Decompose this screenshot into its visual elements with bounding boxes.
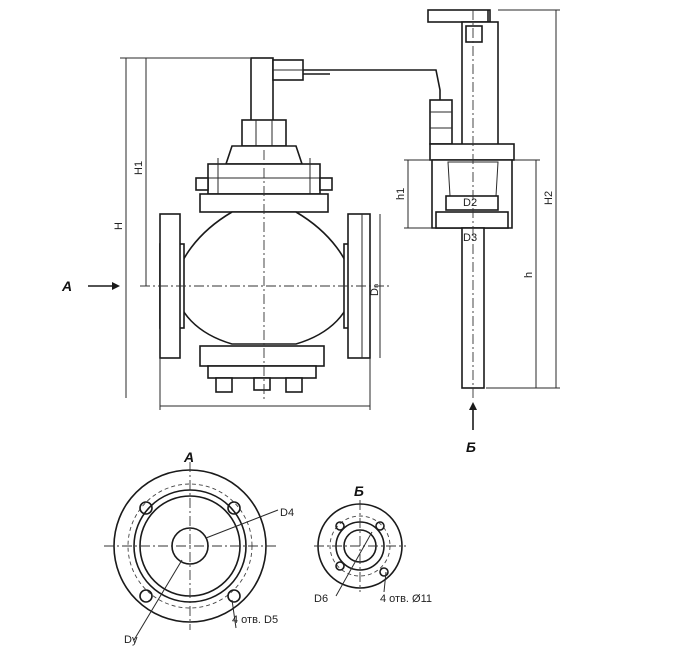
view-b-title: Б <box>354 483 364 499</box>
view-b-flange <box>314 500 406 597</box>
dimension-D4: D4 <box>280 507 294 519</box>
holes-note-D5: 4 отв. D5 <box>232 614 278 626</box>
view-a-arrow-label: А <box>61 278 72 294</box>
dimension-h1: h1 <box>395 188 407 200</box>
view-a-title: А <box>183 449 194 465</box>
dimension-D3: D3 <box>463 232 477 244</box>
dimension-Dy: Dy <box>124 634 138 646</box>
dimension-Dn: Dₙ <box>369 284 381 296</box>
view-a-flange <box>104 462 279 641</box>
dimension-D6: D6 <box>314 593 328 605</box>
view-b-arrow-label: Б <box>466 439 476 455</box>
dimension-lines-main <box>88 57 381 410</box>
dimension-H1: H1 <box>133 161 145 175</box>
dimension-H2: H2 <box>543 191 555 205</box>
drawing-labels: А Б А Б H H1 H2 h h1 Dₙ D2 D3 D4 Dy D6 4… <box>61 161 555 646</box>
dimension-D2: D2 <box>463 197 477 209</box>
valve-body-front-view <box>140 57 390 402</box>
dimension-H: H <box>113 222 125 230</box>
dimension-lines-actuator <box>404 9 560 430</box>
dimension-h: h <box>523 272 535 278</box>
holes-note-11: 4 отв. Ø11 <box>380 593 432 605</box>
impulse-tube <box>303 69 441 110</box>
actuator-side-view <box>427 9 515 400</box>
